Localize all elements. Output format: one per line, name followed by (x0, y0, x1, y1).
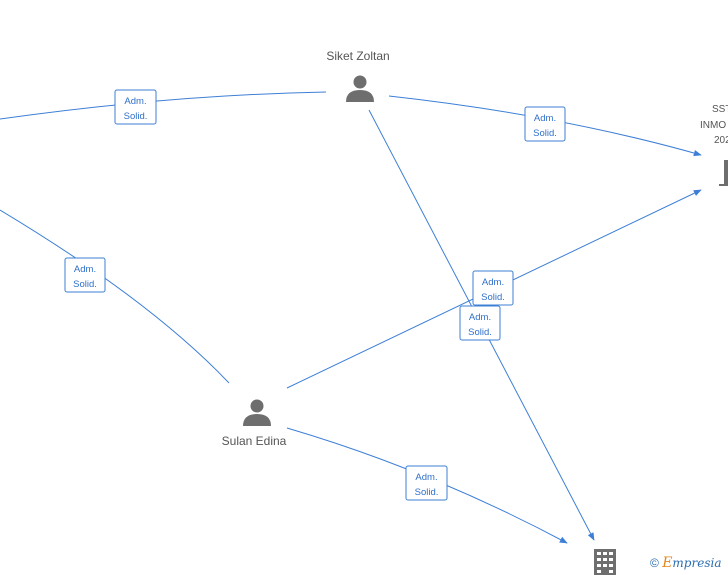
relation-label-line-1: Adm. (534, 113, 556, 124)
person-icon (243, 399, 271, 426)
relation-label[interactable]: Adm. Solid. (472, 270, 514, 306)
relation-label-line-2: Solid. (415, 487, 439, 498)
copyright-footer: © Empresia (650, 555, 721, 571)
node-company-bottom[interactable] (594, 549, 616, 575)
node-label-company-right-line-2: INMO (700, 120, 726, 131)
relation-label[interactable]: Adm. Solid. (405, 465, 448, 501)
brand-logo-text: mpresia (672, 556, 722, 570)
relation-label-line-1: Adm. (482, 277, 504, 288)
node-label-sulan-edina: Sulan Edina (222, 434, 287, 448)
node-sulan-edina[interactable]: Sulan Edina (222, 399, 287, 449)
building-icon (719, 160, 728, 186)
relation-label[interactable]: Adm. Solid. (114, 89, 157, 125)
node-siket-zoltan[interactable]: Siket Zoltan (326, 49, 390, 102)
node-company-right[interactable]: SST INMO 202 (700, 104, 728, 186)
edge-left-to-siket (0, 91, 327, 120)
node-label-company-right-line-1: SST (712, 104, 728, 115)
relation-label[interactable]: Adm. Solid. (459, 305, 501, 341)
node-label-siket-zoltan: Siket Zoltan (326, 49, 389, 63)
relation-label-line-2: Solid. (481, 292, 505, 303)
brand-logo-initial: E (662, 555, 673, 571)
person-icon (346, 75, 374, 102)
copyright-symbol: © (650, 556, 659, 570)
relation-label-line-2: Solid. (73, 279, 97, 290)
relation-label-line-1: Adm. (469, 312, 491, 323)
relation-label[interactable]: Adm. Solid. (64, 257, 106, 293)
relation-label-line-1: Adm. (415, 472, 437, 483)
edge-left-to-sulan (0, 209, 230, 384)
relation-label[interactable]: Adm. Solid. (524, 106, 566, 142)
relation-label-line-1: Adm. (124, 96, 146, 107)
relation-label-line-2: Solid. (533, 128, 557, 139)
relation-label-line-1: Adm. (74, 264, 96, 275)
building-icon (594, 549, 616, 575)
node-label-company-right-line-3: 202 (714, 135, 728, 146)
relation-label-line-2: Solid. (468, 327, 492, 338)
relation-label-line-2: Solid. (124, 111, 148, 122)
